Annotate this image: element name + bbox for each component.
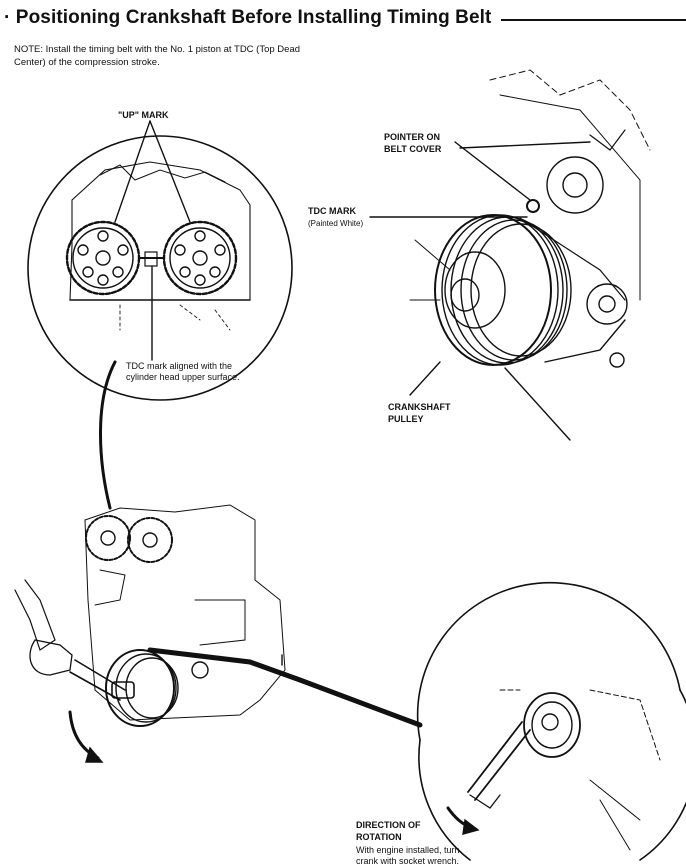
camshaft-detail-circle bbox=[27, 120, 293, 401]
page-title: · Positioning Crankshaft Before Installi… bbox=[4, 4, 686, 32]
up-mark-label: "UP" MARK bbox=[118, 110, 169, 120]
rotation-detail-circle bbox=[416, 581, 686, 861]
tdc-mark-label: TDC MARK bbox=[308, 206, 356, 216]
pulley-label: PULLEY bbox=[388, 414, 424, 424]
belt-cover-label: BELT COVER bbox=[384, 144, 442, 154]
direction-label: DIRECTION OF bbox=[356, 820, 421, 830]
engine-block-drawing bbox=[14, 504, 423, 728]
title-rule bbox=[501, 18, 686, 21]
crankshaft-label: CRANKSHAFT bbox=[388, 402, 451, 412]
note-text: NOTE: Install the timing belt with the N… bbox=[14, 44, 301, 68]
crankshaft-pulley-drawing bbox=[369, 69, 651, 441]
pointer-on-label: POINTER ON bbox=[384, 132, 441, 142]
rotation-label: ROTATION bbox=[356, 832, 402, 842]
page-title-text: · Positioning Crankshaft Before Installi… bbox=[4, 7, 492, 28]
direction-note-1: With engine installed, turn bbox=[356, 845, 460, 855]
tdc-aligned-label: TDC mark aligned with the cylinder head … bbox=[126, 361, 240, 382]
painted-white-label: (Painted White) bbox=[308, 219, 364, 228]
direction-note-2: crank with socket wrench. bbox=[356, 856, 460, 864]
